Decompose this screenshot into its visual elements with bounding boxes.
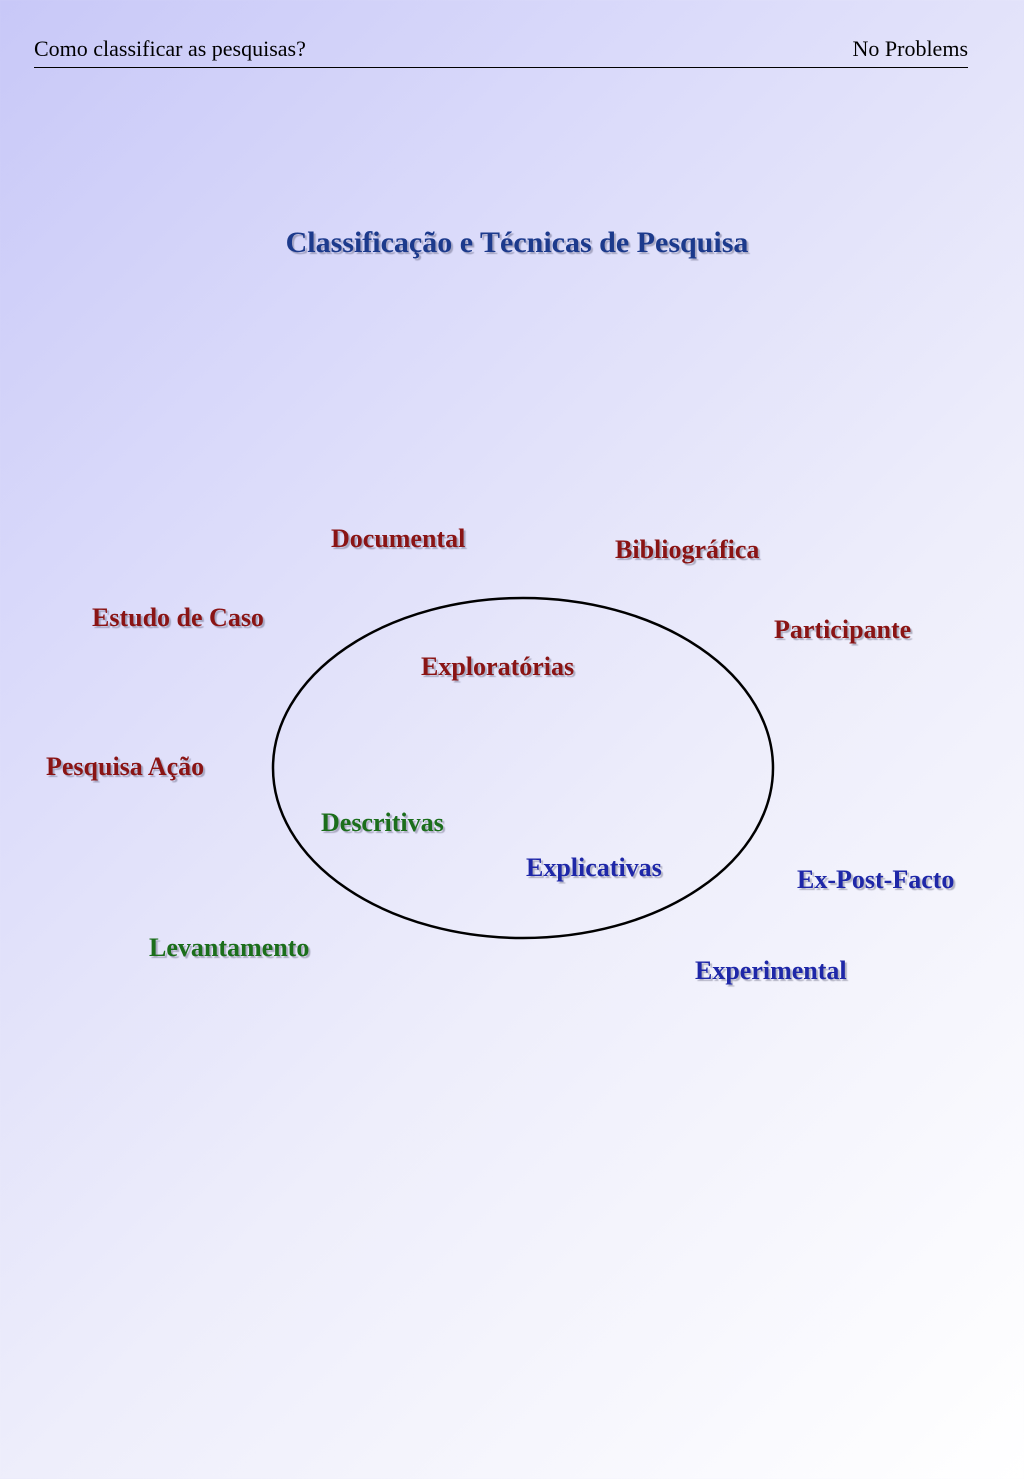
header-title: Como classificar as pesquisas?: [34, 36, 306, 61]
technique-levantamento: Levantamento: [149, 933, 310, 962]
technique-pesquisa-acao: Pesquisa Ação: [46, 752, 205, 781]
type-explicativas: Explicativas: [526, 853, 662, 882]
type-exploratorias: Exploratórias: [421, 652, 575, 681]
header-right-label: No Problems: [852, 36, 969, 61]
technique-documental: Documental: [331, 524, 466, 553]
page-title: Classificação e Técnicas de Pesquisa: [285, 226, 749, 259]
technique-bibliografica: Bibliográfica: [615, 535, 760, 564]
header-divider: [34, 67, 968, 68]
type-descritivas: Descritivas: [321, 808, 444, 837]
technique-ex-post-facto: Ex-Post-Facto: [797, 865, 955, 894]
technique-experimental: Experimental: [695, 956, 847, 985]
technique-estudo-de-caso: Estudo de Caso: [92, 603, 264, 632]
technique-participante: Participante: [774, 615, 912, 644]
ellipse-outline: [271, 596, 775, 940]
